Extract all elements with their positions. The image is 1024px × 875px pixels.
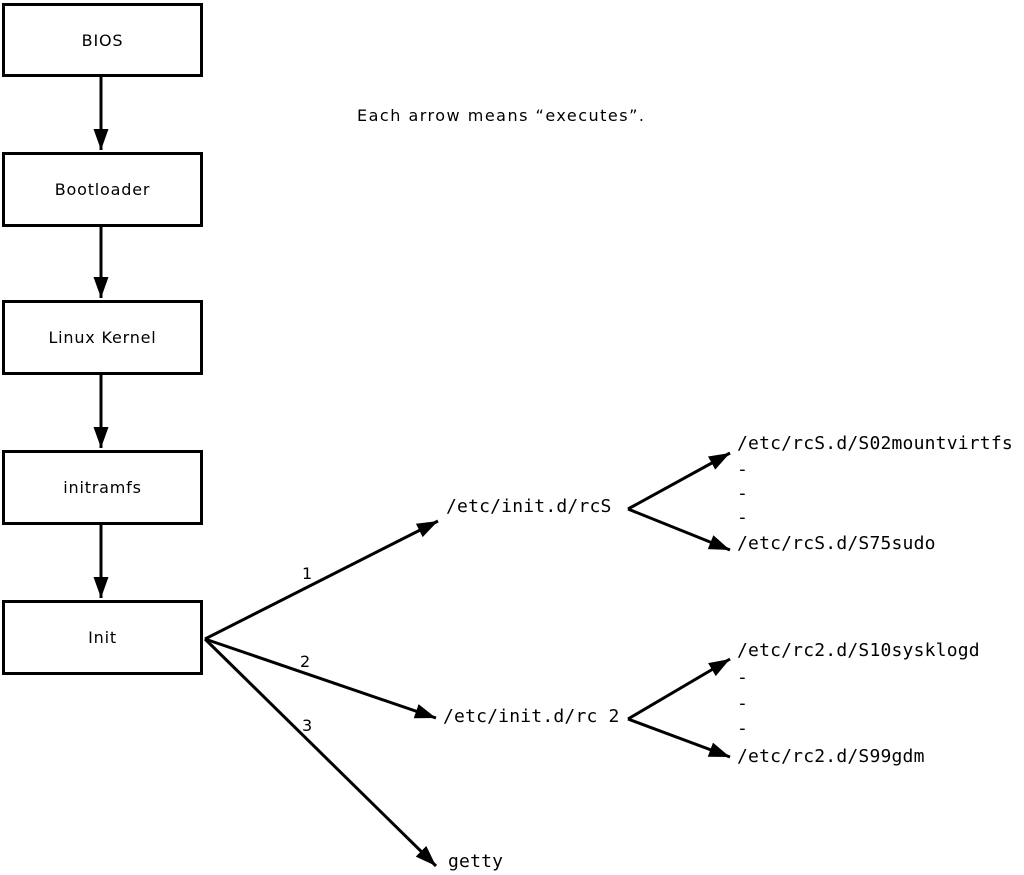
- order-label-2: 2: [300, 652, 311, 671]
- box-linux-kernel-label: Linux Kernel: [48, 328, 157, 347]
- rc2-ellipsis-dash: -: [737, 693, 749, 714]
- box-bios: BIOS: [2, 3, 203, 77]
- box-initramfs: initramfs: [2, 450, 203, 525]
- order-label-3: 3: [302, 716, 313, 735]
- target-rcS: /etc/init.d/rcS: [446, 496, 612, 517]
- rcS-ellipsis-dash: -: [737, 483, 749, 504]
- arrow-rcS-to-s02: [627, 451, 731, 511]
- box-linux-kernel: Linux Kernel: [2, 300, 203, 375]
- rcS-child-last: /etc/rcS.d/S75sudo: [737, 533, 936, 554]
- box-bootloader-label: Bootloader: [54, 180, 151, 199]
- box-bios-label: BIOS: [81, 30, 124, 50]
- order-label-1: 1: [302, 564, 313, 583]
- arrow-rc2-to-s99: [627, 717, 731, 759]
- legend-note: Each arrow means “executes”.: [357, 106, 646, 125]
- rcS-ellipsis-dash: -: [737, 459, 749, 480]
- arrow-rcS-to-s75: [627, 507, 731, 552]
- box-bootloader: Bootloader: [2, 152, 203, 227]
- arrow-init-to-rc2: [204, 637, 437, 720]
- target-rc2: /etc/init.d/rc 2: [443, 706, 620, 727]
- rc2-ellipsis-dash: -: [737, 667, 749, 688]
- arrow-init-to-getty: [203, 637, 438, 868]
- box-initramfs-label: initramfs: [63, 478, 142, 497]
- target-getty: getty: [448, 851, 504, 872]
- rc2-child-last: /etc/rc2.d/S99gdm: [737, 746, 925, 767]
- arrow-rc2-to-s10: [627, 657, 731, 721]
- rc2-child-first: /etc/rc2.d/S10sysklogd: [737, 640, 980, 661]
- box-init: Init: [2, 600, 203, 675]
- rcS-ellipsis-dash: -: [737, 507, 749, 528]
- box-init-label: Init: [88, 628, 117, 647]
- arrow-init-to-rcS: [204, 519, 439, 641]
- rcS-child-first: /etc/rcS.d/S02mountvirtfs: [737, 433, 1013, 454]
- rc2-ellipsis-dash: -: [737, 718, 749, 739]
